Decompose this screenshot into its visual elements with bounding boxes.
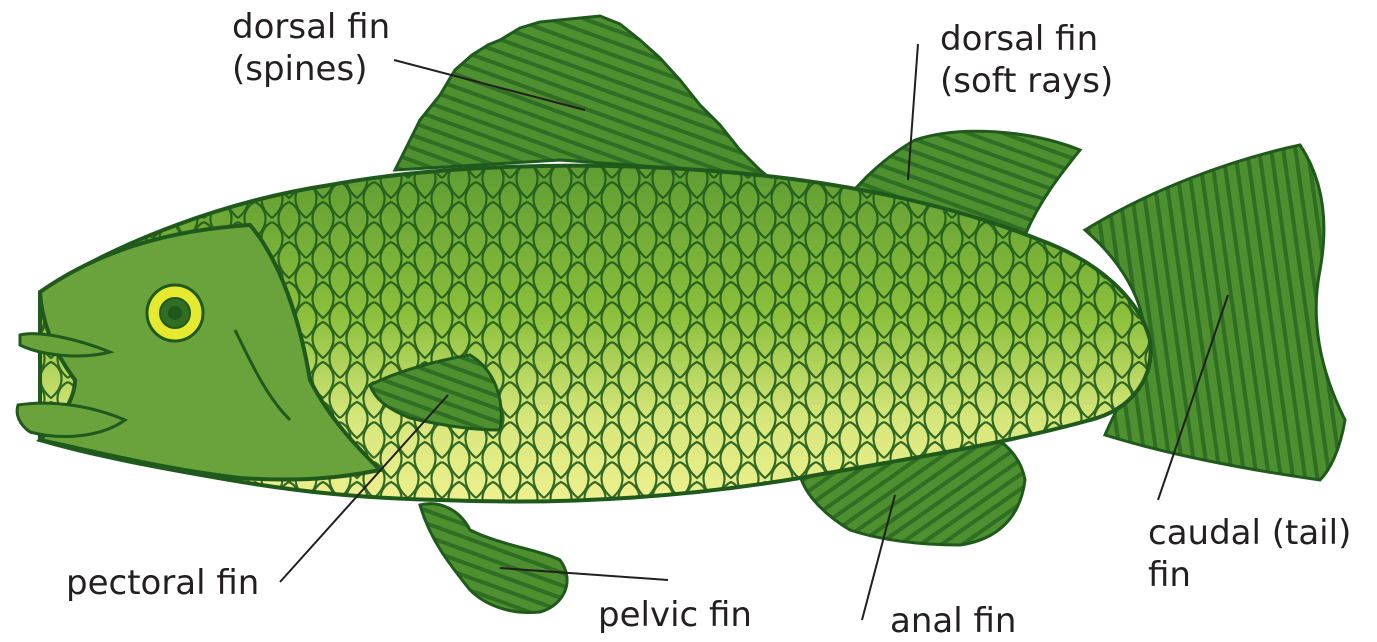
label-dorsal-fin-soft-rays: dorsal fin (soft rays) [940,18,1113,102]
label-pelvic-fin: pelvic fin [598,594,752,636]
pelvic-fin [420,504,567,613]
label-anal-fin: anal fin [890,600,1016,642]
label-caudal-fin: caudal (tail) fin [1148,512,1351,596]
label-dorsal-fin-spines: dorsal fin (spines) [232,6,390,90]
label-pectoral-fin: pectoral fin [66,562,259,604]
